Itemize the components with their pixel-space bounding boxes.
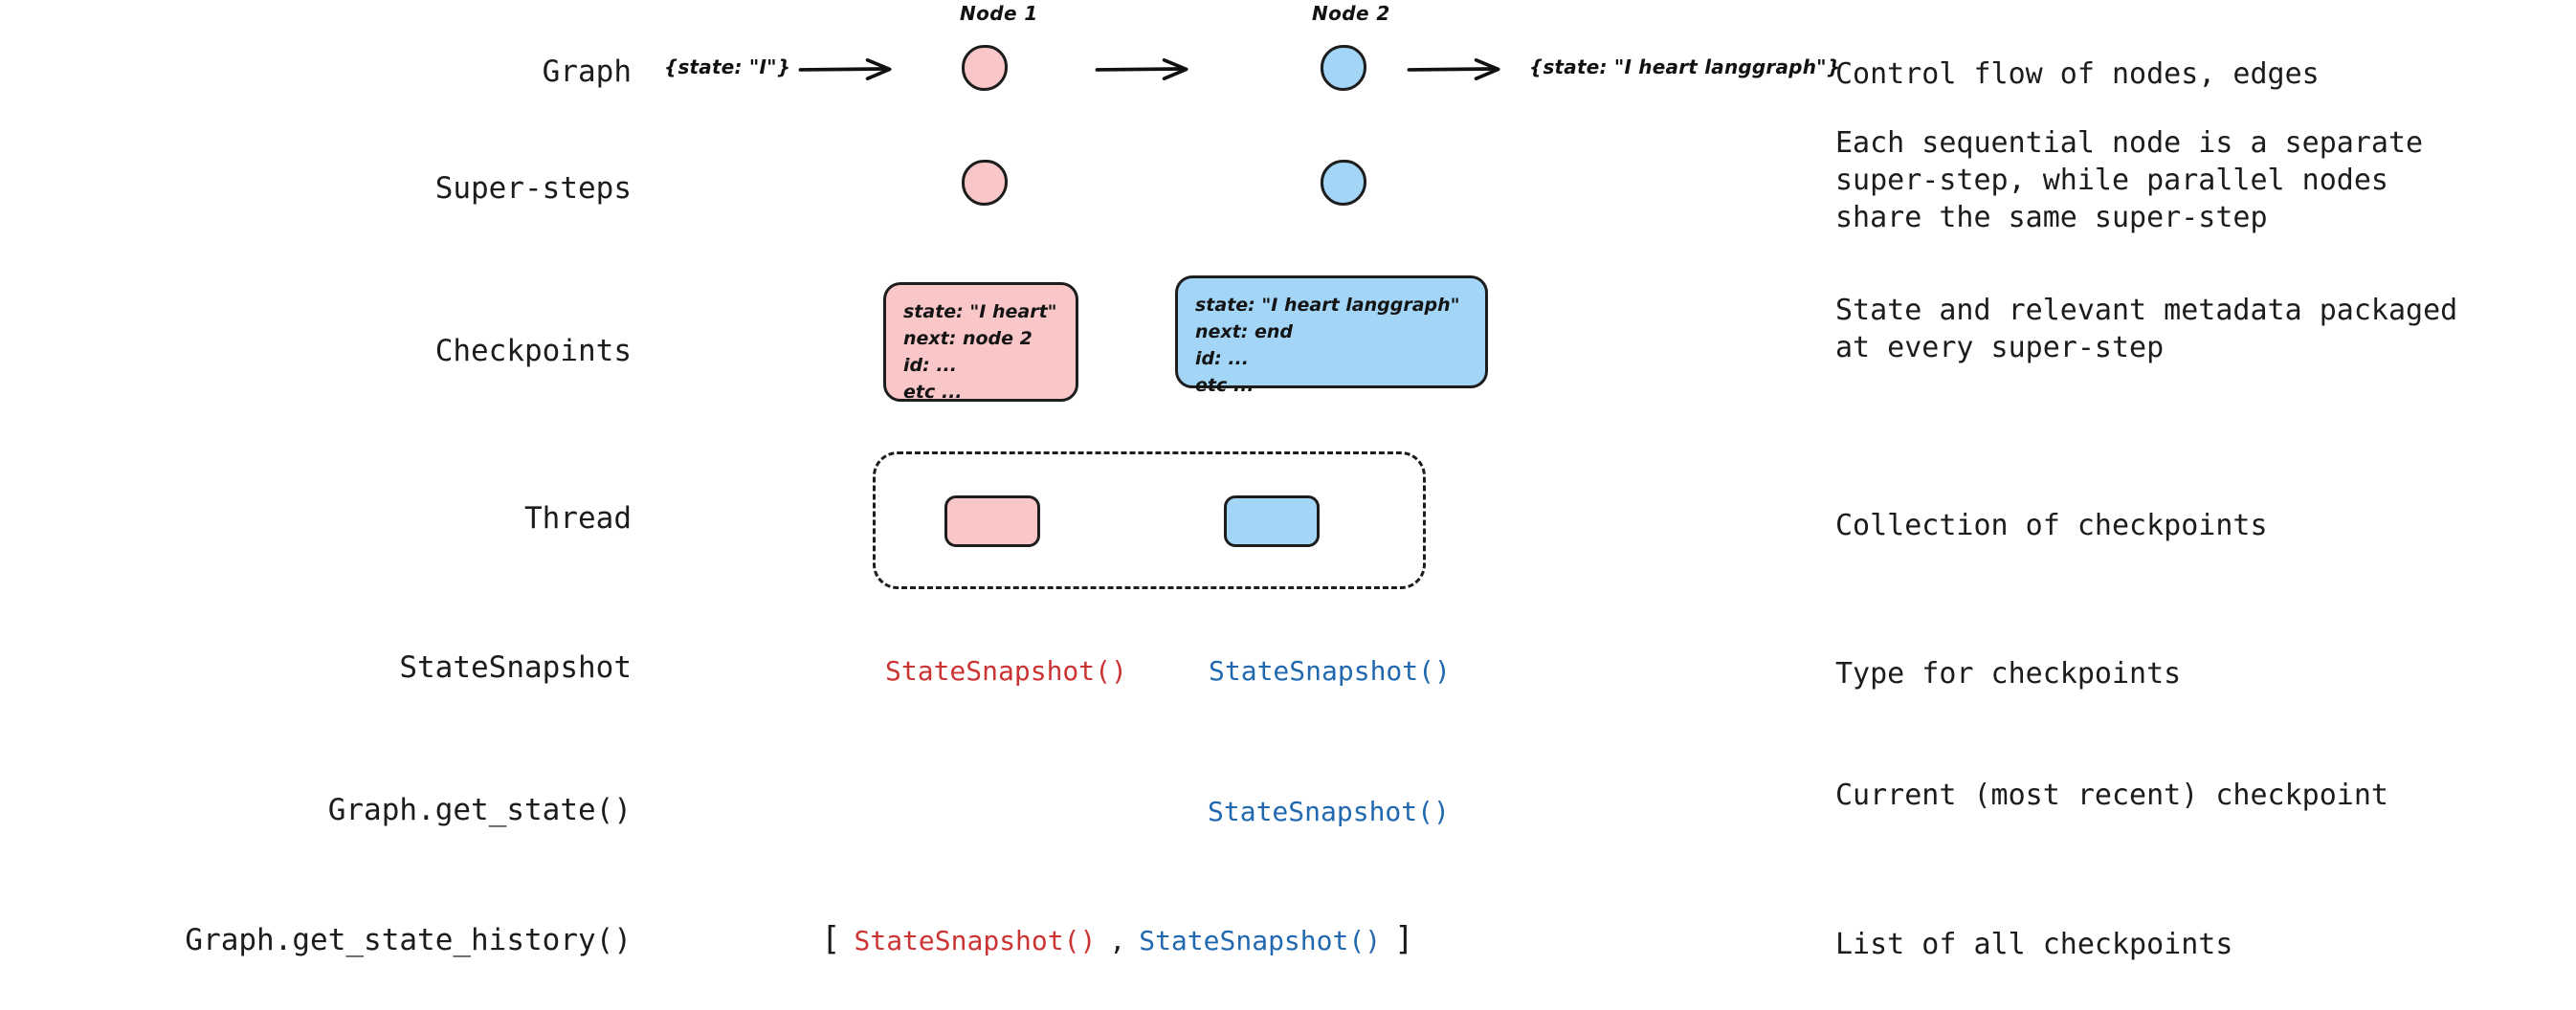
checkpoint-card-pink-line-3: etc ... xyxy=(903,382,963,404)
super-step-node-2-circle xyxy=(1321,160,1366,206)
row-label-statesnapshot-text: StateSnapshot xyxy=(399,650,632,685)
graph-input-state: {state: "I"} xyxy=(664,55,791,78)
row-description-get-state-history: List of all checkpoints xyxy=(1835,928,2233,961)
row-label-get-state-history-text: Graph.get_state_history() xyxy=(185,923,632,957)
row-description-thread: Collection of checkpoints xyxy=(1835,509,2268,542)
row-label-checkpoints: Checkpoints xyxy=(0,334,632,369)
row-label-super-steps-text: Super-steps xyxy=(434,171,632,206)
row-description-get-state: Current (most recent) checkpoint xyxy=(1835,779,2388,812)
thread-container xyxy=(873,451,1426,589)
statesnapshot-token-blue: StateSnapshot() xyxy=(1209,655,1451,687)
graph-node-2-caption: Node 2 xyxy=(1312,2,1390,25)
row-label-graph: Graph xyxy=(0,55,632,90)
statesnapshot-token-pink: StateSnapshot() xyxy=(885,655,1127,687)
checkpoint-card-blue-line-2: id: ... xyxy=(1195,348,1249,370)
checkpoint-card-pink-line-1: next: node 2 xyxy=(903,328,1033,350)
super-step-node-1-circle xyxy=(962,160,1008,206)
get-state-history-open-bracket: [ xyxy=(821,920,841,958)
graph-output-state: {state: "I heart langgraph"} xyxy=(1529,55,1841,78)
row-label-statesnapshot: StateSnapshot xyxy=(0,650,632,686)
row-label-thread-text: Thread xyxy=(524,501,632,536)
graph-arrow-1 xyxy=(798,57,892,80)
row-label-checkpoints-text: Checkpoints xyxy=(434,334,632,368)
row-label-thread: Thread xyxy=(0,501,632,537)
row-label-get-state-text: Graph.get_state() xyxy=(327,793,632,827)
checkpoint-card-blue-line-1: next: end xyxy=(1195,321,1293,343)
row-description-super-steps: Each sequential node is a separate super… xyxy=(1835,126,2424,234)
row-label-super-steps: Super-steps xyxy=(0,171,632,207)
checkpoint-card-blue: state: "I heart langgraph" next: end id:… xyxy=(1175,275,1488,396)
graph-node-1-circle xyxy=(962,45,1008,91)
checkpoint-card-pink-line-0: state: "I heart" xyxy=(903,301,1057,322)
checkpoint-card-blue-line-0: state: "I heart langgraph" xyxy=(1195,295,1460,316)
thread-chip-blue xyxy=(1224,495,1320,547)
thread-chip-pink xyxy=(944,495,1040,547)
row-label-get-state: Graph.get_state() xyxy=(0,793,632,828)
row-label-get-state-history: Graph.get_state_history() xyxy=(0,923,632,958)
get-state-history-separator: , xyxy=(1109,925,1126,956)
get-state-history-token-blue: StateSnapshot() xyxy=(1139,925,1382,956)
graph-arrow-2 xyxy=(1095,57,1188,80)
get-state-history-list: [ StateSnapshot() , StateSnapshot() ] xyxy=(821,920,1414,958)
checkpoint-card-pink: state: "I heart" next: node 2 id: ... et… xyxy=(883,282,1078,403)
get-state-history-token-pink: StateSnapshot() xyxy=(854,925,1097,956)
row-label-graph-text: Graph xyxy=(542,55,632,89)
get-state-history-close-bracket: ] xyxy=(1394,920,1414,958)
row-description-statesnapshot: Type for checkpoints xyxy=(1835,657,2182,691)
row-description-graph: Control flow of nodes, edges xyxy=(1835,57,2320,91)
graph-node-1-caption: Node 1 xyxy=(960,2,1038,25)
graph-node-2-circle xyxy=(1321,45,1366,91)
checkpoint-card-blue-line-3: etc ... xyxy=(1195,375,1255,397)
checkpoint-card-pink-line-2: id: ... xyxy=(903,355,957,377)
get-state-token-blue: StateSnapshot() xyxy=(1208,796,1450,827)
graph-arrow-3 xyxy=(1407,57,1500,80)
row-description-checkpoints: State and relevant metadata packaged at … xyxy=(1835,294,2458,364)
